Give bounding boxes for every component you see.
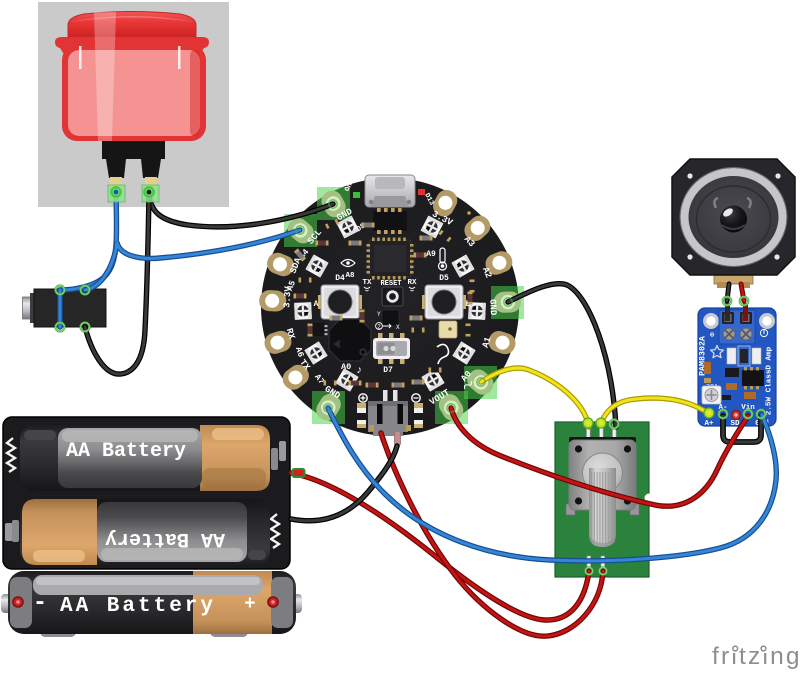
svg-text:D7: D7	[383, 366, 393, 375]
svg-text:PAM8302A: PAM8302A	[699, 336, 708, 376]
svg-text:On: On	[344, 182, 355, 193]
svg-text:A8: A8	[345, 272, 355, 280]
svg-text:GND: GND	[487, 299, 498, 316]
svg-text:RX: RX	[284, 327, 297, 341]
svg-text:A9: A9	[426, 250, 436, 259]
svg-text:X: X	[396, 324, 400, 331]
svg-text:+: +	[244, 593, 255, 615]
svg-text:♪: ♪	[356, 365, 363, 377]
svg-text:fritzing: fritzing	[712, 643, 800, 670]
svg-text:TX: TX	[362, 279, 372, 287]
svg-text:A5: A5	[285, 279, 298, 292]
svg-text:D5: D5	[439, 274, 449, 283]
svg-text:2.5W ClassD Amp: 2.5W ClassD Amp	[766, 346, 774, 415]
svg-text:A6: A6	[293, 346, 306, 359]
svg-text:-: -	[33, 590, 47, 617]
svg-text:A1: A1	[481, 335, 494, 349]
svg-text:D4: D4	[335, 274, 345, 283]
svg-text:AA Battery: AA Battery	[66, 440, 186, 463]
svg-text:A+: A+	[704, 420, 714, 428]
svg-text:3.3V: 3.3V	[282, 285, 293, 308]
svg-text:⊕: ⊕	[710, 331, 715, 340]
svg-text:2: 2	[377, 324, 381, 331]
svg-text:A0: A0	[341, 362, 351, 372]
svg-text:AA Battery: AA Battery	[105, 527, 225, 550]
svg-text:VOL: VOL	[706, 382, 718, 389]
svg-text:RX: RX	[407, 279, 417, 287]
svg-text:A7: A7	[312, 372, 326, 386]
svg-text:Vin: Vin	[741, 404, 755, 412]
svg-text:SD: SD	[730, 420, 740, 428]
svg-text:A: A	[314, 300, 319, 309]
svg-text:AA Battery: AA Battery	[60, 595, 216, 618]
svg-text:Y: Y	[377, 311, 381, 318]
svg-text:A-: A-	[718, 404, 727, 412]
svg-text:RESET: RESET	[380, 280, 401, 288]
svg-text:A2: A2	[480, 266, 493, 280]
